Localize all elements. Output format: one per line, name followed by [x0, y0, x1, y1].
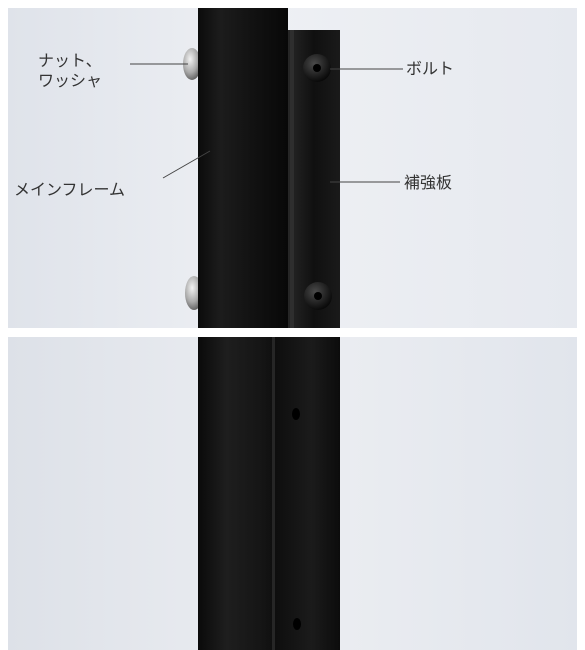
leader-frame: [162, 150, 211, 179]
bare-frame: [198, 337, 340, 650]
bolt-bottom-socket: [314, 292, 322, 300]
label-bolt: ボルト: [406, 59, 455, 78]
label-nut-washer-line2: ワッシャ: [38, 71, 103, 90]
label-reinforcement-plate: 補強板: [404, 173, 453, 192]
label-nut-washer-line1: ナット、: [38, 51, 102, 70]
label-main-frame: メインフレーム: [14, 180, 126, 199]
nut-top: [183, 48, 201, 80]
bare-post-photo: [8, 337, 577, 650]
main-frame: [198, 8, 288, 328]
hole-top: [292, 408, 300, 420]
assembled-post-photo: ナット、 ワッシャ ボルト メインフレーム 補強板: [8, 8, 577, 328]
frame-corner-edge: [272, 337, 275, 650]
bolt-top-socket: [313, 64, 321, 72]
plate-edge: [290, 30, 294, 328]
assembled-post-illustration: [130, 8, 403, 328]
hole-bottom: [293, 618, 301, 630]
bare-post-illustration: [198, 337, 340, 650]
label-nut-washer: ナット、 ワッシャ: [38, 51, 102, 91]
